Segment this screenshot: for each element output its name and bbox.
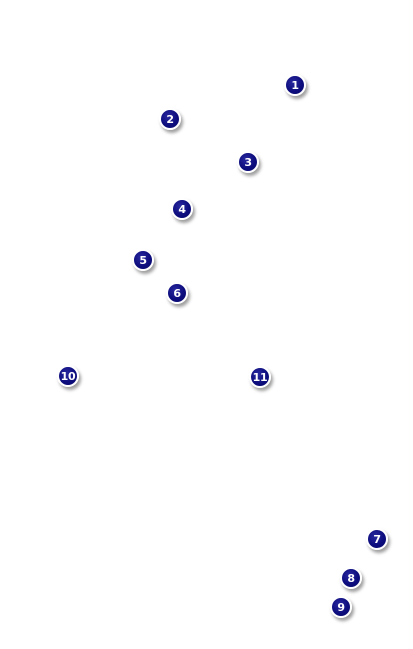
marker-label: 7 (373, 532, 381, 546)
map-marker-6[interactable]: 6 (166, 282, 188, 304)
map-marker-5[interactable]: 5 (132, 249, 154, 271)
marker-label: 1 (291, 78, 299, 92)
map-marker-2[interactable]: 2 (159, 108, 181, 130)
map-marker-7[interactable]: 7 (366, 528, 388, 550)
marker-label: 4 (178, 202, 186, 216)
marker-label: 5 (139, 253, 147, 267)
map-marker-1[interactable]: 1 (284, 74, 306, 96)
map-marker-3[interactable]: 3 (237, 151, 259, 173)
marker-label: 3 (244, 155, 252, 169)
map-marker-10[interactable]: 10 (57, 365, 79, 387)
marker-label: 2 (166, 112, 174, 126)
map-marker-4[interactable]: 4 (171, 198, 193, 220)
map-marker-8[interactable]: 8 (340, 567, 362, 589)
marker-label: 8 (347, 571, 355, 585)
marker-label: 6 (173, 286, 181, 300)
marker-label: 11 (252, 370, 268, 384)
map-marker-9[interactable]: 9 (330, 596, 352, 618)
marker-label: 10 (60, 369, 76, 383)
map-marker-11[interactable]: 11 (249, 366, 271, 388)
marker-label: 9 (337, 600, 345, 614)
